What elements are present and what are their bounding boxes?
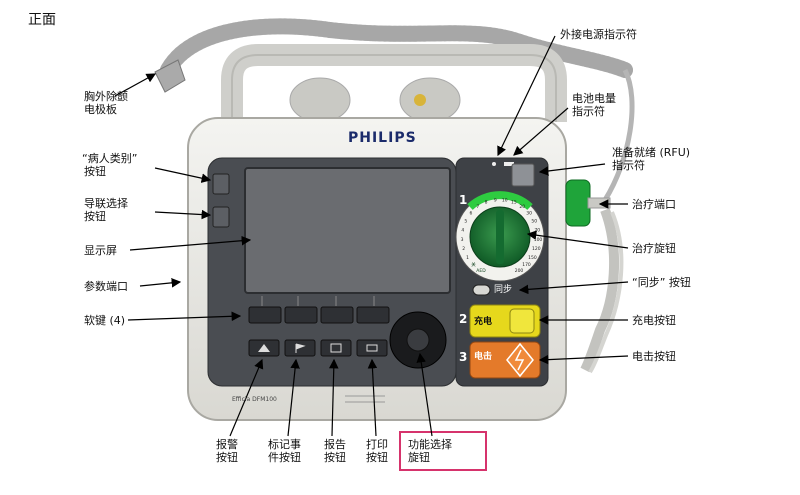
- softkeys-label: 软键 (4): [84, 314, 126, 327]
- shock-btn-label: 电击按钮: [632, 350, 676, 363]
- charge-button: [509, 308, 535, 334]
- print-button: [356, 339, 388, 357]
- patient-type-label-1: “病人类别”: [82, 152, 138, 165]
- model-label: Efficia DFM100: [232, 396, 277, 403]
- therapy-knob-label: 治疗旋钮: [632, 242, 676, 255]
- dial-mark: 100: [534, 237, 543, 243]
- sync-button-label: 同步: [494, 285, 513, 295]
- dial-mark: 10: [502, 197, 508, 203]
- dial-mark: 15: [511, 200, 517, 206]
- mark-btn-label-2: 件按钮: [268, 451, 301, 464]
- report-btn-label-1: 报告: [324, 438, 346, 451]
- display-label: 显示屏: [84, 244, 117, 257]
- nav-knob-label-1: 功能选择: [408, 438, 452, 451]
- lead-select-label-2: 按钮: [84, 210, 106, 223]
- battery-indicator: [504, 162, 514, 166]
- print-btn-label-1: 打印: [366, 438, 388, 451]
- dial-mark: 3: [461, 237, 464, 243]
- dial-mark: 150: [528, 255, 537, 261]
- dial-mark: 8: [485, 200, 488, 206]
- dial-mark: 30: [526, 211, 532, 217]
- dial-mark: 4: [461, 228, 464, 234]
- ext-power-label: 外接电源指示符: [560, 28, 637, 41]
- sync-button: [472, 284, 491, 296]
- charge-label: 充电: [474, 317, 493, 327]
- patient-type-label-2: 按钮: [84, 165, 106, 178]
- brand-logo: PHILIPS: [348, 130, 417, 146]
- param-port-label: 参数端口: [84, 280, 128, 293]
- sync-btn-label: “同步” 按钮: [632, 276, 691, 289]
- pads-label-1: 胸外除颤: [84, 90, 128, 103]
- dial-mark: 关: [471, 261, 476, 268]
- ext-power-indicator: [492, 162, 496, 166]
- dial-mark: 70: [534, 228, 540, 234]
- dial-mark: 9: [494, 197, 497, 203]
- dial-mark: 120: [532, 246, 541, 252]
- rfu-indicator: [511, 163, 535, 187]
- patient-type-button: [212, 173, 230, 195]
- alarm-btn-label-1: 报警: [216, 438, 238, 451]
- step-3: 3: [459, 350, 468, 364]
- highlight-box: [399, 431, 487, 471]
- softkey-1: [248, 306, 282, 324]
- dial-mark: 7: [476, 204, 479, 210]
- view-title: 正面: [28, 12, 56, 28]
- dial-mark: 200: [515, 268, 524, 274]
- dial-mark: 6: [469, 211, 472, 217]
- mark-btn-label-1: 标记事: [268, 438, 301, 451]
- handle: [221, 44, 567, 122]
- alarm-btn-label-2: 按钮: [216, 451, 238, 464]
- dial-mark: 50: [531, 219, 537, 225]
- shock-label: 电击: [474, 352, 493, 362]
- battery-label-2: 指示符: [572, 105, 605, 118]
- pads-label-2: 电极板: [84, 103, 117, 116]
- pad-connector: [154, 59, 186, 93]
- battery-label-1: 电池电量: [572, 92, 616, 105]
- nav-knob-label-2: 旋钮: [408, 451, 430, 464]
- lead-select-label-1: 导联选择: [84, 197, 128, 210]
- dial-mark: 2: [462, 246, 465, 252]
- report-button: [320, 339, 352, 357]
- therapy-port-label: 治疗端口: [632, 198, 676, 211]
- softkey-3: [320, 306, 354, 324]
- dial-mark: AED: [476, 268, 486, 274]
- dial-mark: 1: [466, 255, 469, 261]
- charge-btn-label: 充电按钮: [632, 314, 676, 327]
- screen: [244, 167, 451, 294]
- step-1: 1: [459, 193, 468, 207]
- print-btn-label-2: 按钮: [366, 451, 388, 464]
- rfu-label-2: 指示符: [612, 159, 645, 172]
- therapy-port: [565, 179, 591, 227]
- dial-mark: 170: [522, 262, 531, 268]
- softkey-4: [356, 306, 390, 324]
- report-btn-label-2: 按钮: [324, 451, 346, 464]
- rfu-label-1: 准备就绪 (RFU): [612, 146, 691, 159]
- step-2: 2: [459, 312, 468, 326]
- lead-select-button: [212, 206, 230, 228]
- softkey-2: [284, 306, 318, 324]
- dial-mark: 20: [519, 204, 525, 210]
- dial-mark: 5: [464, 219, 467, 225]
